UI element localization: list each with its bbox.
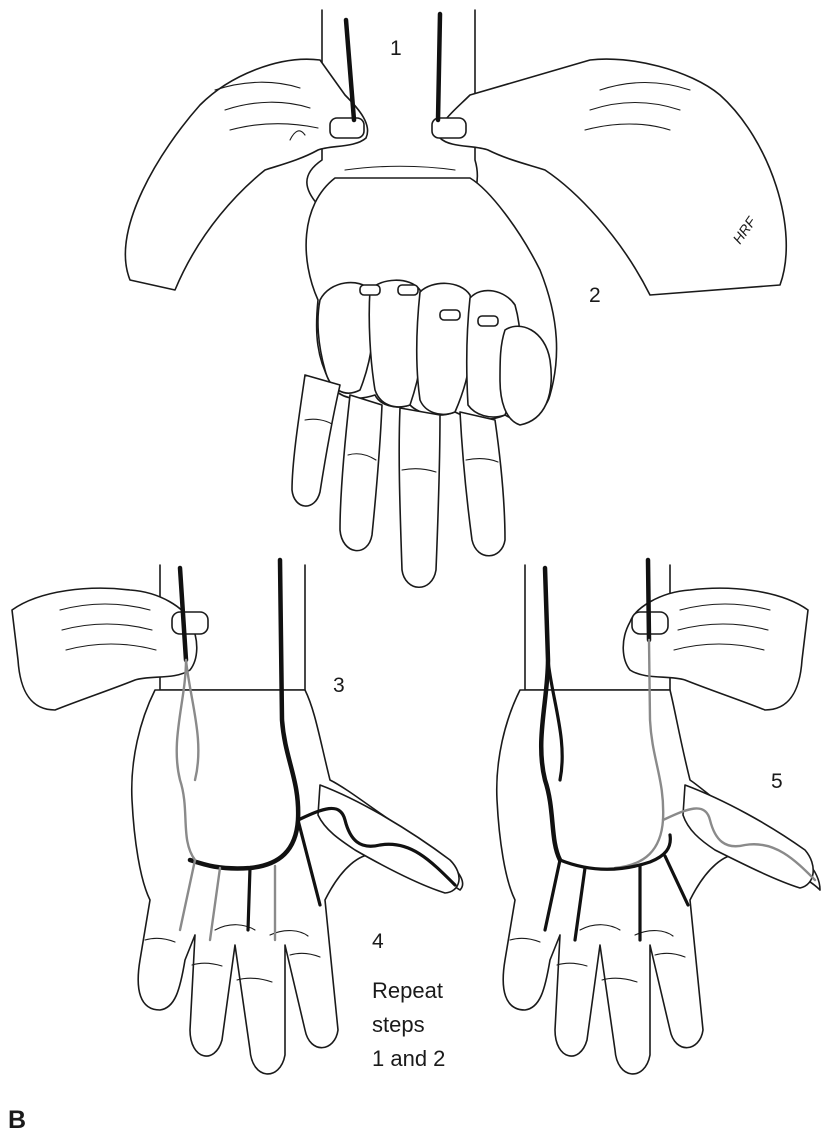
patient-hand-bottom-right — [497, 690, 820, 1074]
top-radial-artery — [438, 14, 440, 120]
repeat-note-line-3: 1 and 2 — [372, 1046, 445, 1071]
step-label-5: 5 — [771, 770, 783, 793]
step-label-2: 2 — [589, 284, 601, 307]
br-radial-artery — [648, 560, 649, 640]
step-label-4: 4 — [372, 930, 384, 953]
bottom-right-panel — [497, 560, 820, 1074]
step-label-3: 3 — [333, 674, 345, 697]
top-finger-4 — [460, 412, 505, 556]
repeat-note-line-1: Repeat — [372, 978, 443, 1003]
top-finger-2 — [340, 395, 382, 551]
top-finger-3 — [399, 408, 440, 587]
top-finger-1 — [292, 375, 340, 506]
top-panel — [125, 10, 786, 587]
repeat-note-line-2: steps — [372, 1012, 425, 1037]
step-label-1: 1 — [390, 37, 402, 60]
panel-label: B — [8, 1106, 26, 1134]
